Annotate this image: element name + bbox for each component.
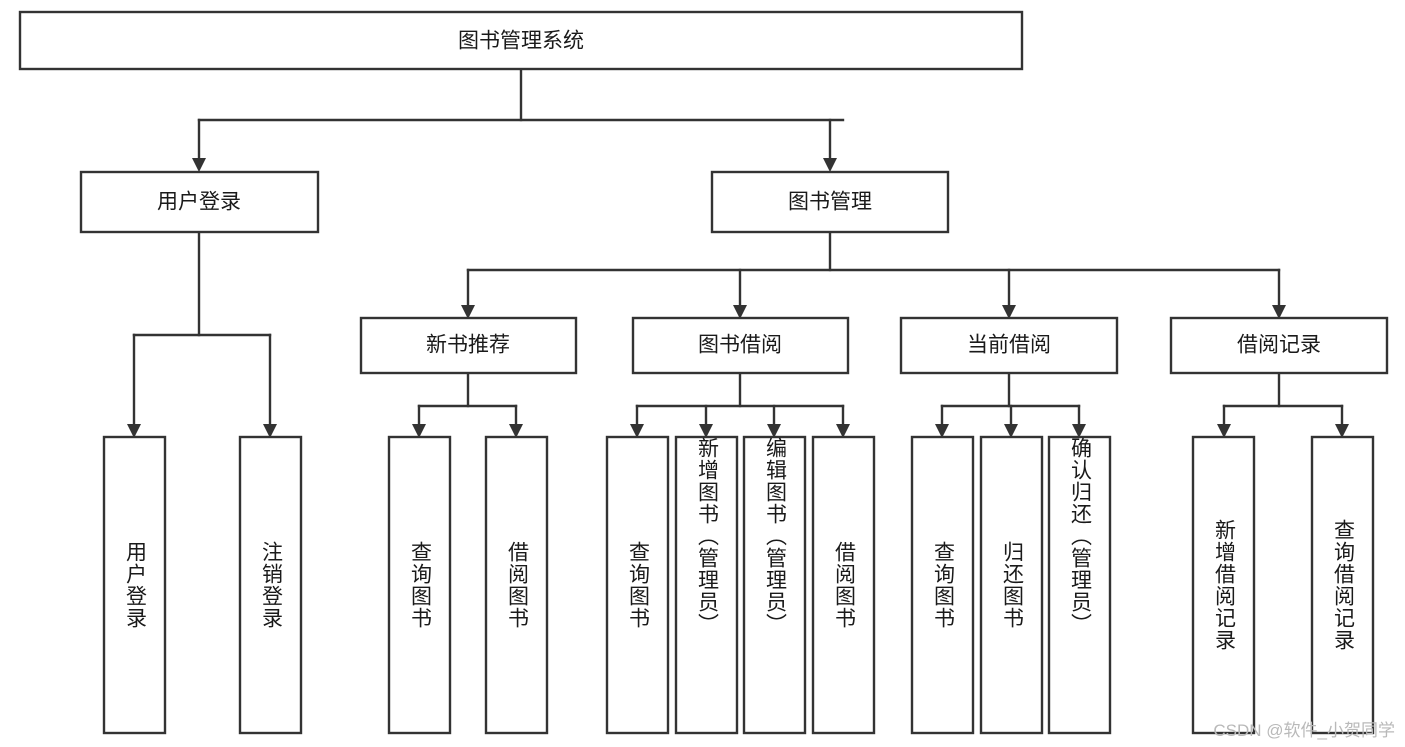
- node-leaf-confirm-return[interactable]: [1047, 435, 1112, 735]
- node-user-login-label: 用户登录: [157, 191, 241, 214]
- node-leaf-edit-book[interactable]: [742, 435, 807, 735]
- node-borrow-record-label: 借阅记录: [1237, 334, 1321, 357]
- connector-currentborrow-to-leaves: [935, 371, 1086, 438]
- node-new-book-rec[interactable]: 新书推荐: [359, 316, 578, 375]
- node-book-borrow-label: 图书借阅: [698, 334, 782, 357]
- node-leaf-query-book-3[interactable]: [910, 435, 975, 735]
- node-root[interactable]: 图书管理系统: [18, 10, 1024, 71]
- node-book-manage-label: 图书管理: [788, 191, 872, 214]
- node-current-borrow-label: 当前借阅: [967, 334, 1051, 357]
- node-leaf-user-logout[interactable]: [238, 435, 303, 735]
- connector-bookborrow-to-leaves: [630, 371, 850, 438]
- node-book-manage[interactable]: 图书管理: [710, 170, 950, 234]
- node-current-borrow[interactable]: 当前借阅: [899, 316, 1119, 375]
- connector-bookmanage-to-level3: [461, 230, 1286, 319]
- node-leaf-user-login[interactable]: [102, 435, 167, 735]
- node-leaf-return-book[interactable]: [979, 435, 1044, 735]
- node-borrow-record[interactable]: 借阅记录: [1169, 316, 1389, 375]
- connector-root-to-level2: [192, 67, 845, 172]
- node-new-book-rec-label: 新书推荐: [426, 334, 510, 357]
- node-user-login[interactable]: 用户登录: [79, 170, 320, 234]
- node-leaf-query-record[interactable]: [1310, 435, 1375, 735]
- node-leaf-add-book[interactable]: [674, 435, 739, 735]
- connector-newbook-to-leaves: [412, 371, 523, 438]
- node-leaf-query-book-2[interactable]: [605, 435, 670, 735]
- connector-borrowrecord-to-leaves: [1217, 371, 1349, 438]
- node-book-borrow[interactable]: 图书借阅: [631, 316, 850, 375]
- node-leaf-borrow-book-1[interactable]: [484, 435, 549, 735]
- node-root-label: 图书管理系统: [458, 30, 584, 53]
- node-leaf-borrow-book-2[interactable]: [811, 435, 876, 735]
- node-leaf-query-book-1[interactable]: [387, 435, 452, 735]
- node-leaf-add-record[interactable]: [1191, 435, 1256, 735]
- csdn-watermark: CSDN @软件_小贺同学: [1213, 721, 1395, 740]
- connector-userlogin-to-leaves: [127, 230, 277, 438]
